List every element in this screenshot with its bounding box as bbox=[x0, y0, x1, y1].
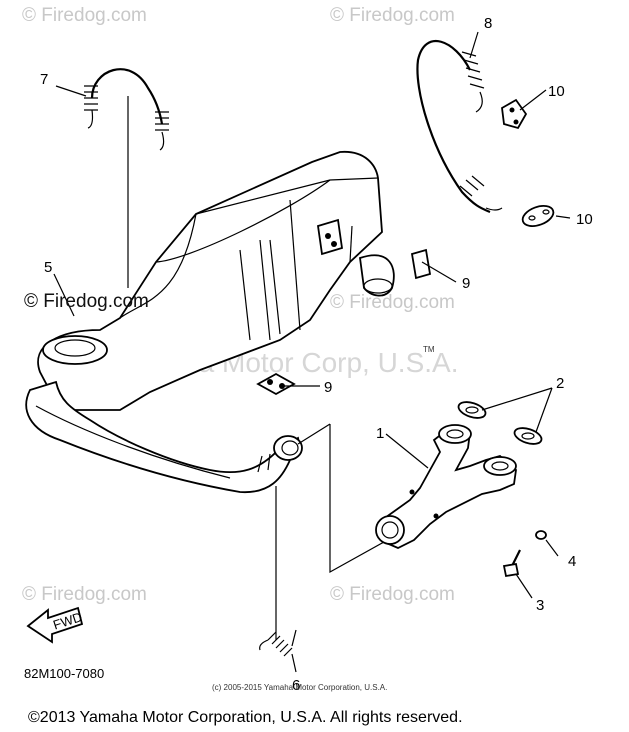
callout-1: 1 bbox=[376, 425, 384, 442]
spring-part-6 bbox=[259, 629, 297, 657]
leader-lines bbox=[53, 31, 571, 673]
diagram-code: 82M100-7080 bbox=[24, 666, 104, 681]
callout-3: 3 bbox=[536, 597, 544, 614]
spring-part-8 bbox=[416, 39, 503, 214]
watermark-top-center: © Firedog.com bbox=[330, 5, 455, 26]
bracket-part-10-lower bbox=[521, 205, 555, 227]
watermark-firedog-dark: © Firedog.com bbox=[24, 291, 149, 312]
watermark-bottom-left: © Firedog.com bbox=[22, 584, 147, 605]
muffler-part-5 bbox=[37, 151, 432, 411]
fwd-arrow-icon: FWD bbox=[26, 606, 84, 644]
callout-5: 5 bbox=[44, 259, 52, 276]
callout-10-upper: 10 bbox=[548, 83, 565, 100]
bolt-part-3 bbox=[502, 549, 521, 578]
callout-9-lower: 9 bbox=[324, 379, 332, 396]
callout-10-lower: 10 bbox=[576, 211, 593, 228]
small-copyright: (c) 2005-2015 Yamaha Motor Corporation, … bbox=[212, 683, 387, 692]
watermark-top-left: © Firedog.com bbox=[22, 5, 147, 26]
callout-2: 2 bbox=[556, 375, 564, 392]
gasket-part-2-upper bbox=[457, 401, 487, 419]
tailpipe bbox=[25, 380, 303, 493]
gasket-part-2-lower bbox=[513, 427, 543, 445]
watermark-mid-right: © Firedog.com bbox=[330, 292, 455, 313]
callout-7: 7 bbox=[40, 71, 48, 88]
watermark-bottom-center: © Firedog.com bbox=[330, 584, 455, 605]
bracket-part-10-upper bbox=[501, 98, 528, 130]
watermark-tm: TM bbox=[423, 345, 435, 354]
washer-part-4 bbox=[535, 530, 547, 540]
callout-4: 4 bbox=[568, 553, 576, 570]
footer-copyright: ©2013 Yamaha Motor Corporation, U.S.A. A… bbox=[28, 709, 463, 726]
callout-9-right: 9 bbox=[462, 275, 470, 292]
callout-8: 8 bbox=[484, 15, 492, 32]
spring-part-7 bbox=[84, 68, 169, 151]
callout-6: 6 bbox=[292, 677, 300, 694]
manifold-part-1 bbox=[375, 424, 517, 549]
